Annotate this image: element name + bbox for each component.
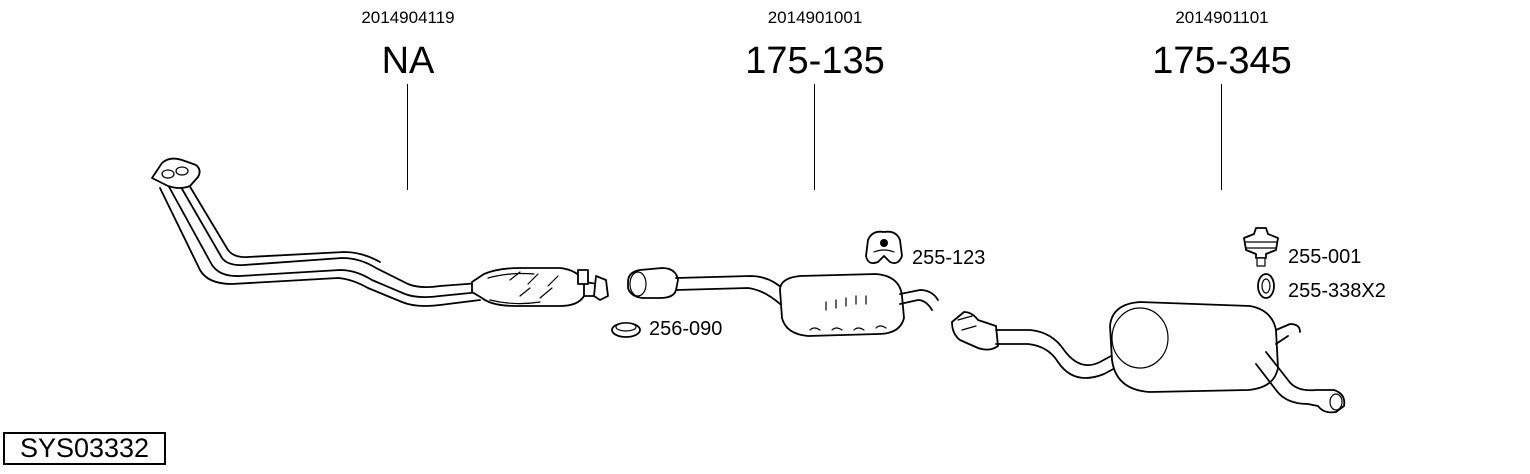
middle-silencer-icon[interactable]	[627, 267, 939, 337]
leader-line-middle	[814, 84, 815, 190]
rear-silencer-icon[interactable]	[1109, 301, 1346, 414]
part-number-middle[interactable]: 175-135	[745, 40, 885, 82]
leader-line-front	[407, 84, 408, 190]
catalytic-converter-icon[interactable]	[471, 267, 609, 307]
rubber-mount-icon[interactable]	[1243, 227, 1279, 267]
oem-number-middle: 2014901001	[767, 8, 863, 27]
part-label-mount[interactable]: 255-001	[1288, 246, 1362, 268]
part-label-hanger[interactable]: 255-123	[912, 247, 986, 269]
part-number-front[interactable]: NA	[381, 40, 435, 82]
rear-pipe-icon[interactable]	[951, 311, 1131, 379]
part-label-ring[interactable]: 255-338X2	[1288, 280, 1386, 302]
hanger-icon[interactable]	[865, 230, 903, 265]
gasket-icon[interactable]	[611, 322, 641, 338]
system-id-box: SYS03332	[3, 432, 166, 465]
leader-line-rear	[1221, 84, 1222, 190]
oem-number-rear: 2014901101	[1175, 8, 1269, 27]
o-ring-icon[interactable]	[1257, 273, 1275, 299]
part-label-gasket[interactable]: 256-090	[649, 318, 723, 340]
part-number-rear[interactable]: 175-345	[1152, 40, 1292, 82]
front-pipe-icon[interactable]	[151, 157, 481, 307]
oem-number-front: 2014904119	[361, 8, 455, 27]
